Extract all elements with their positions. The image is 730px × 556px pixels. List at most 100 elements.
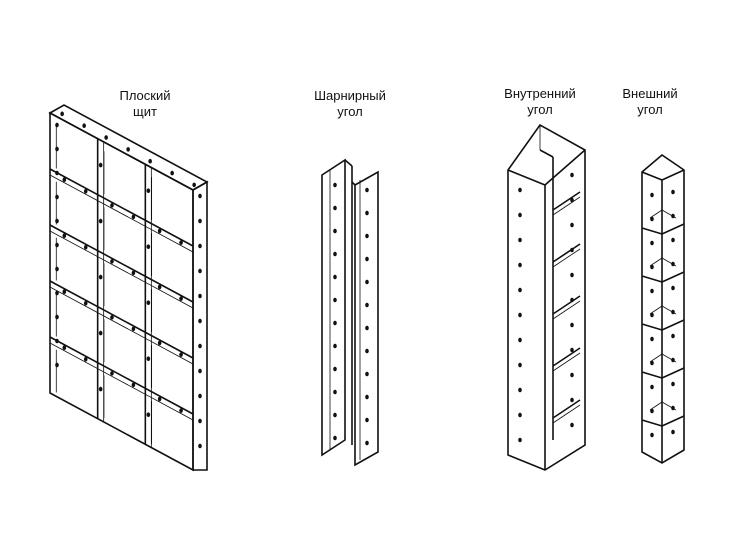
bolt-hole <box>98 330 103 336</box>
bolt-hole <box>98 274 103 280</box>
bolt-hole <box>333 274 337 280</box>
bolt-hole <box>570 347 574 353</box>
bolt-hole <box>110 259 114 264</box>
bolt-hole <box>110 315 114 320</box>
bolt-hole <box>518 237 522 243</box>
inner-corner-drawing <box>507 123 586 471</box>
bolt-hole <box>110 203 114 208</box>
bolt-hole <box>365 210 369 216</box>
bolt-hole <box>179 296 183 301</box>
bolt-hole <box>179 352 183 357</box>
bolt-hole <box>365 302 369 308</box>
bolt-hole <box>333 251 337 257</box>
bolt-hole <box>650 360 654 366</box>
bolt-hole <box>198 293 202 299</box>
bolt-hole <box>570 222 574 228</box>
bolt-hole <box>98 162 103 168</box>
bolt-hole <box>650 336 654 342</box>
outline <box>49 224 194 303</box>
bolt-hole <box>365 417 369 423</box>
bolt-hole <box>518 312 522 318</box>
bolt-hole <box>671 381 675 387</box>
bolt-hole <box>518 212 522 218</box>
bolt-hole <box>365 279 369 285</box>
outline <box>49 168 194 247</box>
outline <box>649 353 663 363</box>
bolt-hole <box>157 340 162 346</box>
bolt-hole <box>333 182 337 188</box>
outline <box>661 271 685 283</box>
bolt-hole <box>146 188 151 194</box>
bolt-hole <box>198 268 202 274</box>
bolt-hole <box>671 189 675 195</box>
label-line: щит <box>133 104 157 119</box>
bolt-hole <box>333 343 337 349</box>
outline <box>552 352 581 372</box>
bolt-hole <box>60 111 64 117</box>
bolt-hole <box>518 437 522 443</box>
flat-panel-drawing <box>48 104 209 472</box>
bolt-hole <box>126 147 130 152</box>
bolt-hole <box>570 172 574 178</box>
bolt-hole <box>365 233 369 239</box>
bolt-hole <box>179 240 183 245</box>
bolt-hole <box>55 314 59 320</box>
bolt-hole <box>198 243 202 249</box>
bolt-hole <box>671 213 675 219</box>
bolt-hole <box>198 368 202 374</box>
outline <box>649 305 663 315</box>
bolt-hole <box>146 356 151 362</box>
bolt-hole <box>55 194 59 200</box>
bolt-hole <box>650 240 654 246</box>
bolt-hole <box>146 412 151 418</box>
outline <box>49 342 194 421</box>
bolt-hole <box>570 272 574 278</box>
bolt-hole <box>131 270 136 276</box>
outline <box>641 171 663 181</box>
bolt-hole <box>650 192 654 198</box>
bolt-hole <box>146 300 151 306</box>
bolt-hole <box>148 158 152 164</box>
bolt-hole <box>83 244 88 250</box>
outline <box>661 319 685 331</box>
bolt-hole <box>518 337 522 343</box>
bolt-hole <box>365 371 369 377</box>
bolt-hole <box>98 386 103 392</box>
bolt-hole <box>192 182 196 188</box>
bolt-hole <box>650 384 654 390</box>
bolt-hole <box>55 218 59 224</box>
bolt-hole <box>198 218 202 224</box>
bolt-hole <box>518 187 522 193</box>
bolt-hole <box>333 389 337 395</box>
bolt-hole <box>365 256 369 262</box>
outline <box>49 174 194 253</box>
outline <box>661 223 685 235</box>
bolt-hole <box>570 247 574 253</box>
bolt-hole <box>157 228 162 234</box>
outline <box>552 248 581 268</box>
bolt-hole <box>671 357 675 363</box>
bolt-hole <box>518 287 522 293</box>
outline <box>661 169 685 181</box>
bolt-hole <box>650 288 654 294</box>
bolt-hole <box>55 266 59 272</box>
bolt-hole <box>518 387 522 393</box>
bolt-hole <box>570 197 574 203</box>
outline <box>344 159 353 167</box>
label-line: Внешний <box>622 86 678 101</box>
outer-corner-drawing <box>641 153 685 464</box>
outline <box>552 191 581 211</box>
bolt-hole <box>671 237 675 243</box>
outline <box>552 300 581 320</box>
bolt-hole <box>570 372 574 378</box>
bolt-hole <box>198 418 202 424</box>
bolt-hole <box>333 205 337 211</box>
bolt-hole <box>62 233 67 238</box>
outer-corner-label: Внешний угол <box>610 86 690 118</box>
bolt-hole <box>110 371 114 376</box>
label-line: Шарнирный <box>314 88 386 103</box>
bolt-hole <box>671 429 675 435</box>
bolt-hole <box>198 318 202 324</box>
bolt-hole <box>62 289 67 295</box>
flat-panel-label: Плоский щит <box>100 88 190 120</box>
